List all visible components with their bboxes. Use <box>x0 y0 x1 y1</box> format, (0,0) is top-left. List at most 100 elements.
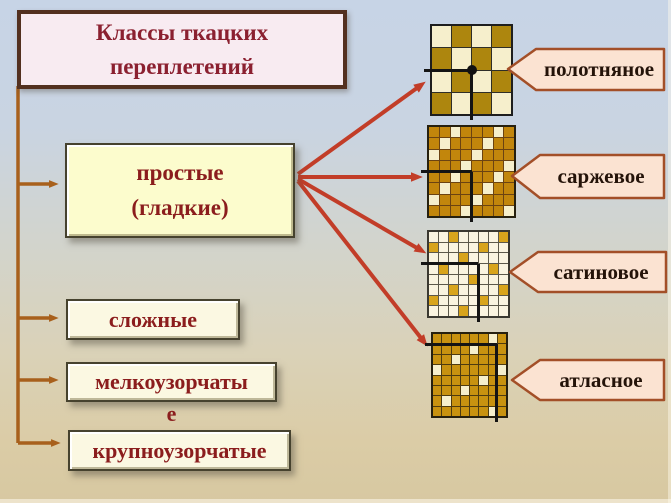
weave-cell <box>459 285 468 295</box>
weave-cell <box>429 172 439 183</box>
weave-cell <box>460 406 469 416</box>
weave-cell <box>439 263 448 274</box>
weave-cell <box>492 48 511 70</box>
weave-grid-satinovoe <box>421 230 510 322</box>
weave-cell <box>451 375 460 385</box>
weave-cell <box>450 194 461 205</box>
weave-cell <box>450 183 461 194</box>
weave-cell <box>492 92 511 114</box>
weave-cell <box>469 242 478 253</box>
weave-cell <box>429 194 439 205</box>
weave-cell <box>479 274 488 285</box>
weave-cell <box>429 183 439 194</box>
weave-cell <box>469 285 478 295</box>
title-box: Классы ткацких переплетений <box>17 10 347 89</box>
weave-cell <box>439 285 448 295</box>
weave-cell <box>461 172 471 183</box>
weave-cell <box>439 183 450 194</box>
weave-cell <box>489 232 498 242</box>
weave-cell <box>442 365 451 375</box>
weave-cell <box>459 232 468 242</box>
weave-cell <box>442 385 451 396</box>
weave-cell <box>449 274 458 285</box>
category-box-prostye: простые (гладкие) <box>65 143 295 238</box>
weave-cell <box>461 205 471 216</box>
weave-cell <box>482 127 493 138</box>
weave-cell <box>504 149 514 160</box>
weave-cell <box>482 194 493 205</box>
weave-cell <box>450 127 461 138</box>
weave-cell <box>497 334 506 344</box>
weave-cell <box>497 385 506 396</box>
weave-grid-sarzhevoe <box>421 125 516 222</box>
weave-cell <box>469 263 478 274</box>
weave-cell <box>482 138 493 149</box>
repeat-mark-vline <box>476 263 480 322</box>
weave-cell <box>451 396 460 406</box>
weave-cell <box>488 365 497 375</box>
weave-cell <box>459 306 468 316</box>
weave-cell <box>429 242 438 253</box>
weave-cell <box>469 253 478 263</box>
callout-satinovoe: сатиновое <box>508 250 668 294</box>
callout-shape <box>506 47 666 92</box>
weave-cell <box>489 285 498 295</box>
weave-cell <box>469 295 478 306</box>
weave-cell <box>429 232 438 242</box>
category-box-krupnouzorchatye: крупноузорчатые <box>68 430 291 471</box>
weave-cell <box>469 274 478 285</box>
weave-cell <box>479 354 488 365</box>
weave-cell <box>479 295 488 306</box>
repeat-mark-vline <box>495 344 499 422</box>
weave-cell <box>450 172 461 183</box>
weave-cell <box>472 26 491 48</box>
weave-cell <box>470 354 479 365</box>
weave-cell <box>459 253 468 263</box>
weave-cell <box>439 149 450 160</box>
weave-cell <box>479 263 488 274</box>
callout-label-sarzhevoe: саржевое <box>557 164 645 188</box>
weave-cell <box>460 334 469 344</box>
weave-cell <box>439 127 450 138</box>
weave-cell <box>451 354 460 365</box>
weave-cell <box>460 375 469 385</box>
arrow-to-atlasnoe <box>296 179 428 347</box>
weave-cell <box>493 172 504 183</box>
callout-label-atlasnoe: атласное <box>559 367 643 392</box>
weave-cell <box>469 306 478 316</box>
weave-cell <box>460 344 469 354</box>
weave-cell <box>439 138 450 149</box>
weave-cell <box>488 334 497 344</box>
weave-cell <box>497 344 506 354</box>
weave-cell <box>489 253 498 263</box>
weave-cell <box>429 285 438 295</box>
weave-cell <box>504 194 514 205</box>
weave-cell <box>482 183 493 194</box>
weave-cell <box>429 160 439 171</box>
weave-cell <box>488 344 497 354</box>
callout-polotnyanoe: полотняное <box>506 47 666 92</box>
weave-cell <box>461 138 471 149</box>
weave-cell <box>439 306 448 316</box>
weave-cell <box>499 253 508 263</box>
weave-cell <box>459 274 468 285</box>
weave-cell <box>429 306 438 316</box>
weave-cell <box>497 354 506 365</box>
weave-cell <box>460 365 469 375</box>
weave-cell <box>439 242 448 253</box>
weave-cell <box>489 306 498 316</box>
weave-cell <box>493 138 504 149</box>
weave-cell <box>472 70 491 92</box>
weave-cell <box>472 149 482 160</box>
repeat-mark-hline <box>421 170 472 173</box>
weave-cell <box>449 295 458 306</box>
weave-cell <box>439 274 448 285</box>
weave-cell <box>470 334 479 344</box>
weave-cell <box>442 334 451 344</box>
weave-cell <box>432 26 451 48</box>
weave-cell <box>450 205 461 216</box>
weave-cell <box>433 375 442 385</box>
callout-sarzhevoe: саржевое <box>510 153 666 200</box>
weave-cell <box>451 406 460 416</box>
weave-cell <box>492 70 511 92</box>
